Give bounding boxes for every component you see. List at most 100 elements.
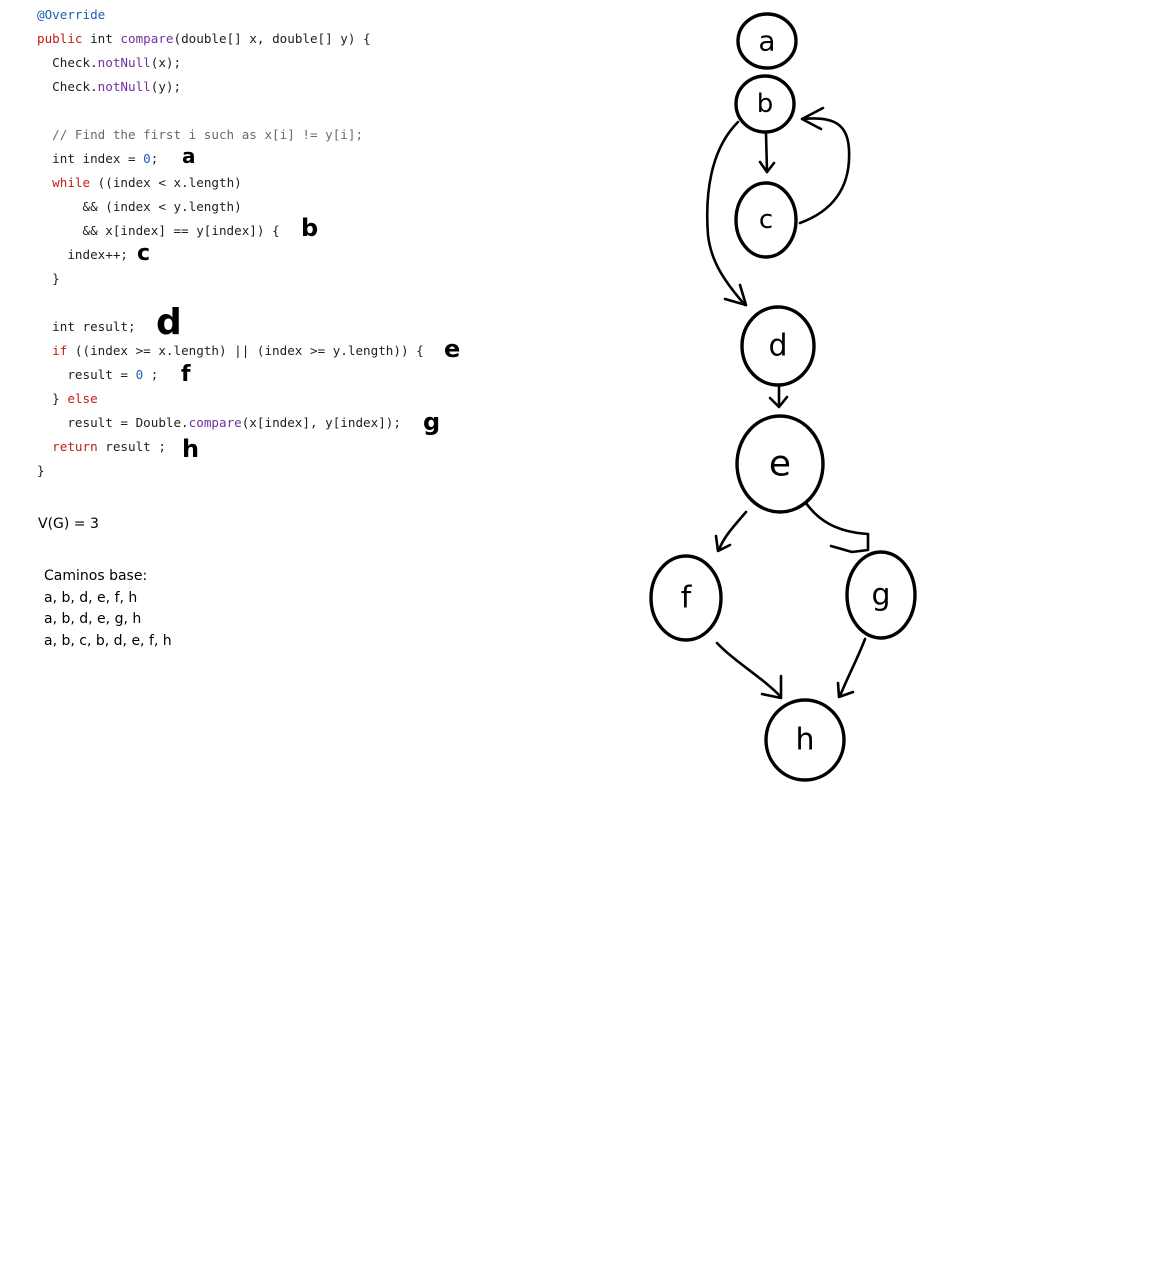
- node-circle: [845, 550, 917, 640]
- code-line: int index = 0;: [37, 147, 424, 171]
- code-line: }: [37, 459, 424, 483]
- edge-f-h: [715, 641, 783, 700]
- code-token: ;: [150, 151, 159, 166]
- code-token: if: [52, 343, 68, 358]
- code-line: int result;: [37, 315, 424, 339]
- node-h: h: [764, 698, 846, 782]
- code-line: Check.notNull(x);: [37, 51, 424, 75]
- code-token: ;: [143, 367, 159, 382]
- edge-line: [838, 637, 867, 698]
- node-label: a: [758, 25, 775, 58]
- node-label: c: [759, 205, 773, 235]
- edge-line: [798, 117, 851, 225]
- code-line: @Override: [37, 3, 424, 27]
- code-line: }: [37, 267, 424, 291]
- code-token: index++;: [37, 247, 128, 262]
- code-token: Check.: [37, 79, 98, 94]
- source-code-listing: @Override public int compare(double[] x, …: [37, 3, 424, 483]
- base-path-item: a, b, c, b, d, e, f, h: [44, 632, 172, 649]
- code-token: && x[index] == y[index]) {: [37, 223, 280, 238]
- code-annotation-c: c: [137, 241, 150, 266]
- code-token: @Override: [37, 7, 106, 22]
- node-f: f: [649, 554, 723, 642]
- node-a: a: [736, 12, 798, 70]
- base-paths-title: Caminos base:: [44, 568, 148, 584]
- code-token: result =: [37, 367, 136, 382]
- cyclomatic-complexity: V(G) = 3: [38, 516, 99, 532]
- node-c: c: [734, 181, 798, 259]
- code-token: int result;: [37, 319, 136, 334]
- code-token: int index =: [37, 151, 144, 166]
- node-g: g: [845, 550, 917, 640]
- code-token: notNull: [97, 79, 151, 94]
- code-token: public: [37, 31, 83, 46]
- node-label: h: [795, 723, 814, 758]
- node-label: b: [757, 89, 774, 119]
- code-token: result ;: [97, 439, 166, 454]
- code-token: ((index >= x.length) || (index >= y.leng…: [67, 343, 424, 358]
- code-line: // Find the first i such as x[i] != y[i]…: [37, 123, 424, 147]
- arrow-head: [758, 160, 776, 174]
- code-token: Check.: [37, 55, 98, 70]
- code-token: ((index < x.length): [90, 175, 242, 190]
- node-e: e: [735, 414, 825, 514]
- code-line: && x[index] == y[index]) {: [37, 219, 424, 243]
- base-path-item: a, b, d, e, f, h: [44, 589, 138, 606]
- edge-b-d: [705, 120, 748, 307]
- code-annotation-b: b: [301, 214, 318, 242]
- edge-g-h: [836, 637, 867, 699]
- code-annotation-g: g: [423, 408, 440, 436]
- code-token: 0: [135, 367, 144, 382]
- code-token: compare: [120, 31, 174, 46]
- node-label: e: [769, 444, 791, 485]
- edge-e-f: [714, 510, 748, 553]
- node-circle: [736, 12, 798, 70]
- code-token: // Find the first i such as x[i] != y[i]…: [37, 127, 364, 142]
- code-line: public int compare(double[] x, double[] …: [37, 27, 424, 51]
- arrow-head: [723, 283, 748, 307]
- node-label: g: [871, 578, 890, 613]
- code-line: return result ;: [37, 435, 424, 459]
- code-token: (double[] x, double[] y) {: [173, 31, 371, 46]
- code-annotation-a: a: [182, 144, 196, 168]
- edge-line: [715, 641, 782, 698]
- arrow-head: [829, 532, 870, 554]
- node-label: d: [768, 329, 787, 364]
- code-token: else: [67, 391, 98, 406]
- node-circle: [740, 305, 816, 387]
- code-annotation-d: d: [156, 302, 182, 343]
- code-token: while: [52, 175, 91, 190]
- code-line: result = Double.compare(x[index], y[inde…: [37, 411, 424, 435]
- node-label: f: [681, 581, 693, 616]
- node-circle: [649, 554, 723, 642]
- base-paths-list: Caminos base: a, b, d, e, f, h a, b, d, …: [44, 566, 172, 652]
- code-token: (y);: [150, 79, 182, 94]
- code-token: && (index < y.length): [37, 199, 242, 214]
- arrow-head: [760, 674, 783, 700]
- code-token: (x[index], y[index]);: [241, 415, 401, 430]
- code-line: && (index < y.length): [37, 195, 424, 219]
- node-circle: [734, 181, 798, 259]
- arrow-head: [836, 681, 855, 699]
- edge-b-c: [758, 131, 776, 174]
- code-token: }: [37, 463, 45, 478]
- code-token: return: [52, 439, 98, 454]
- node-circle: [764, 698, 846, 782]
- edge-c-b: [798, 106, 851, 225]
- code-line: if ((index >= x.length) || (index >= y.l…: [37, 339, 424, 363]
- edge-line: [717, 510, 748, 552]
- edge-e-g: [804, 501, 870, 554]
- code-line: index++;: [37, 243, 424, 267]
- code-token: 0: [143, 151, 151, 166]
- edge-line: [804, 501, 870, 536]
- code-annotation-e: e: [444, 335, 460, 363]
- node-circle: [735, 414, 825, 514]
- arrow-head: [800, 106, 825, 131]
- code-token: notNull: [97, 55, 151, 70]
- base-path-item: a, b, d, e, g, h: [44, 611, 142, 627]
- node-circle: [734, 74, 796, 134]
- graph-nodes: a b c d e f g h: [649, 12, 917, 782]
- edge-line: [705, 120, 747, 307]
